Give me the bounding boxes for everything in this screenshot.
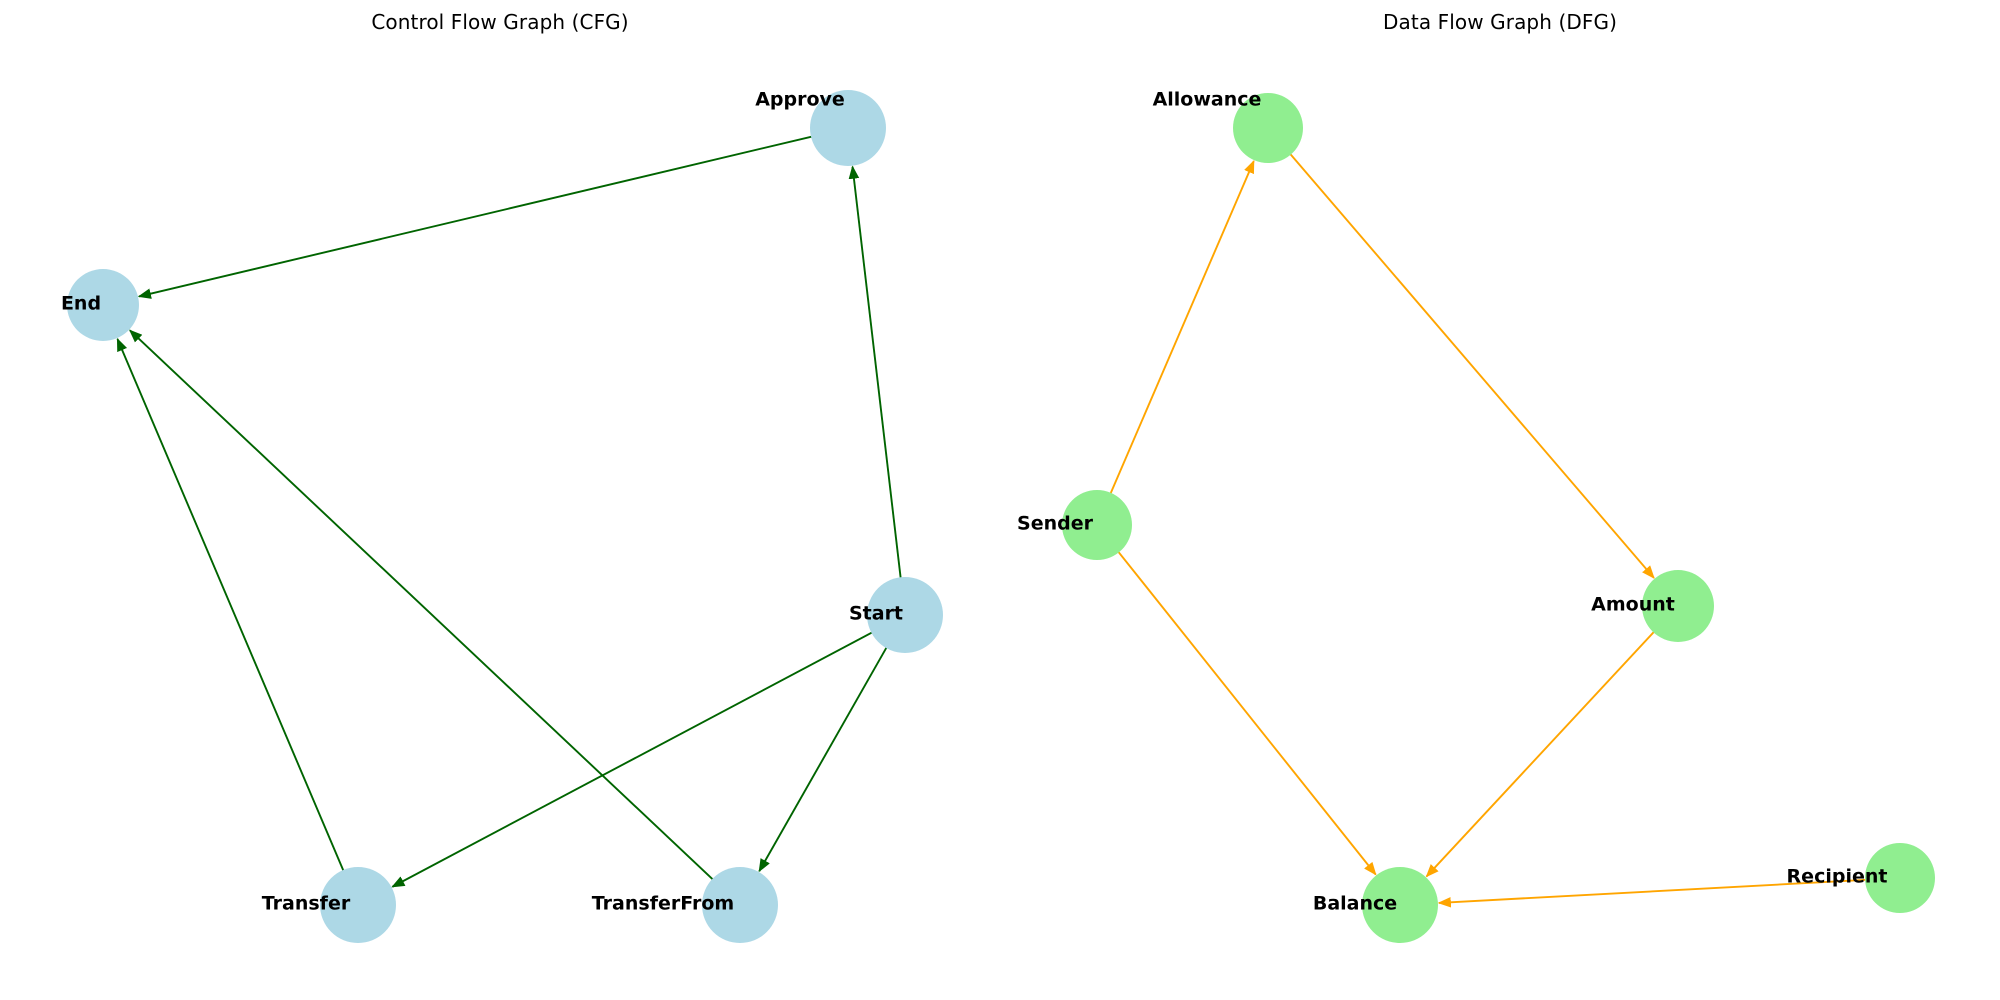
graph-node-recipient[interactable] [1865, 843, 1935, 913]
graph-node-end[interactable] [67, 269, 139, 341]
graph-node-amount[interactable] [1642, 570, 1714, 642]
graph-node-label-sender: Sender [1017, 512, 1093, 535]
graph-node-approve[interactable] [810, 90, 886, 166]
graph-node-start[interactable] [867, 577, 943, 653]
graph-node-label-balance: Balance [1312, 892, 1398, 915]
graph-node-label-approve: Approve [755, 88, 845, 111]
graph-node-label-recipient: Recipient [1786, 865, 1888, 888]
graph-node-sender[interactable] [1062, 490, 1132, 560]
graph-node-label-amount: Amount [1591, 593, 1675, 616]
graph-node-label-start: Start [848, 602, 904, 625]
graph-node-label-allowance: Allowance [1152, 88, 1262, 111]
graph-node-balance[interactable] [1362, 867, 1438, 943]
graph-node-transfer[interactable] [320, 867, 396, 943]
graph-node-allowance[interactable] [1233, 93, 1303, 163]
panel-cfg: Control Flow Graph (CFG) [371, 10, 629, 34]
graph-node-label-end: End [60, 292, 102, 315]
panel-dfg: Data Flow Graph (DFG) [1000, 0, 2000, 1000]
cfg-title: Control Flow Graph (CFG) [371, 10, 629, 34]
graph-node-label-transferfrom: TransferFrom [591, 892, 735, 915]
graph-node-transferfrom[interactable] [702, 867, 778, 943]
dfg-title: Data Flow Graph (DFG) [1383, 10, 1617, 34]
graph-node-label-transfer: Transfer [261, 892, 351, 915]
